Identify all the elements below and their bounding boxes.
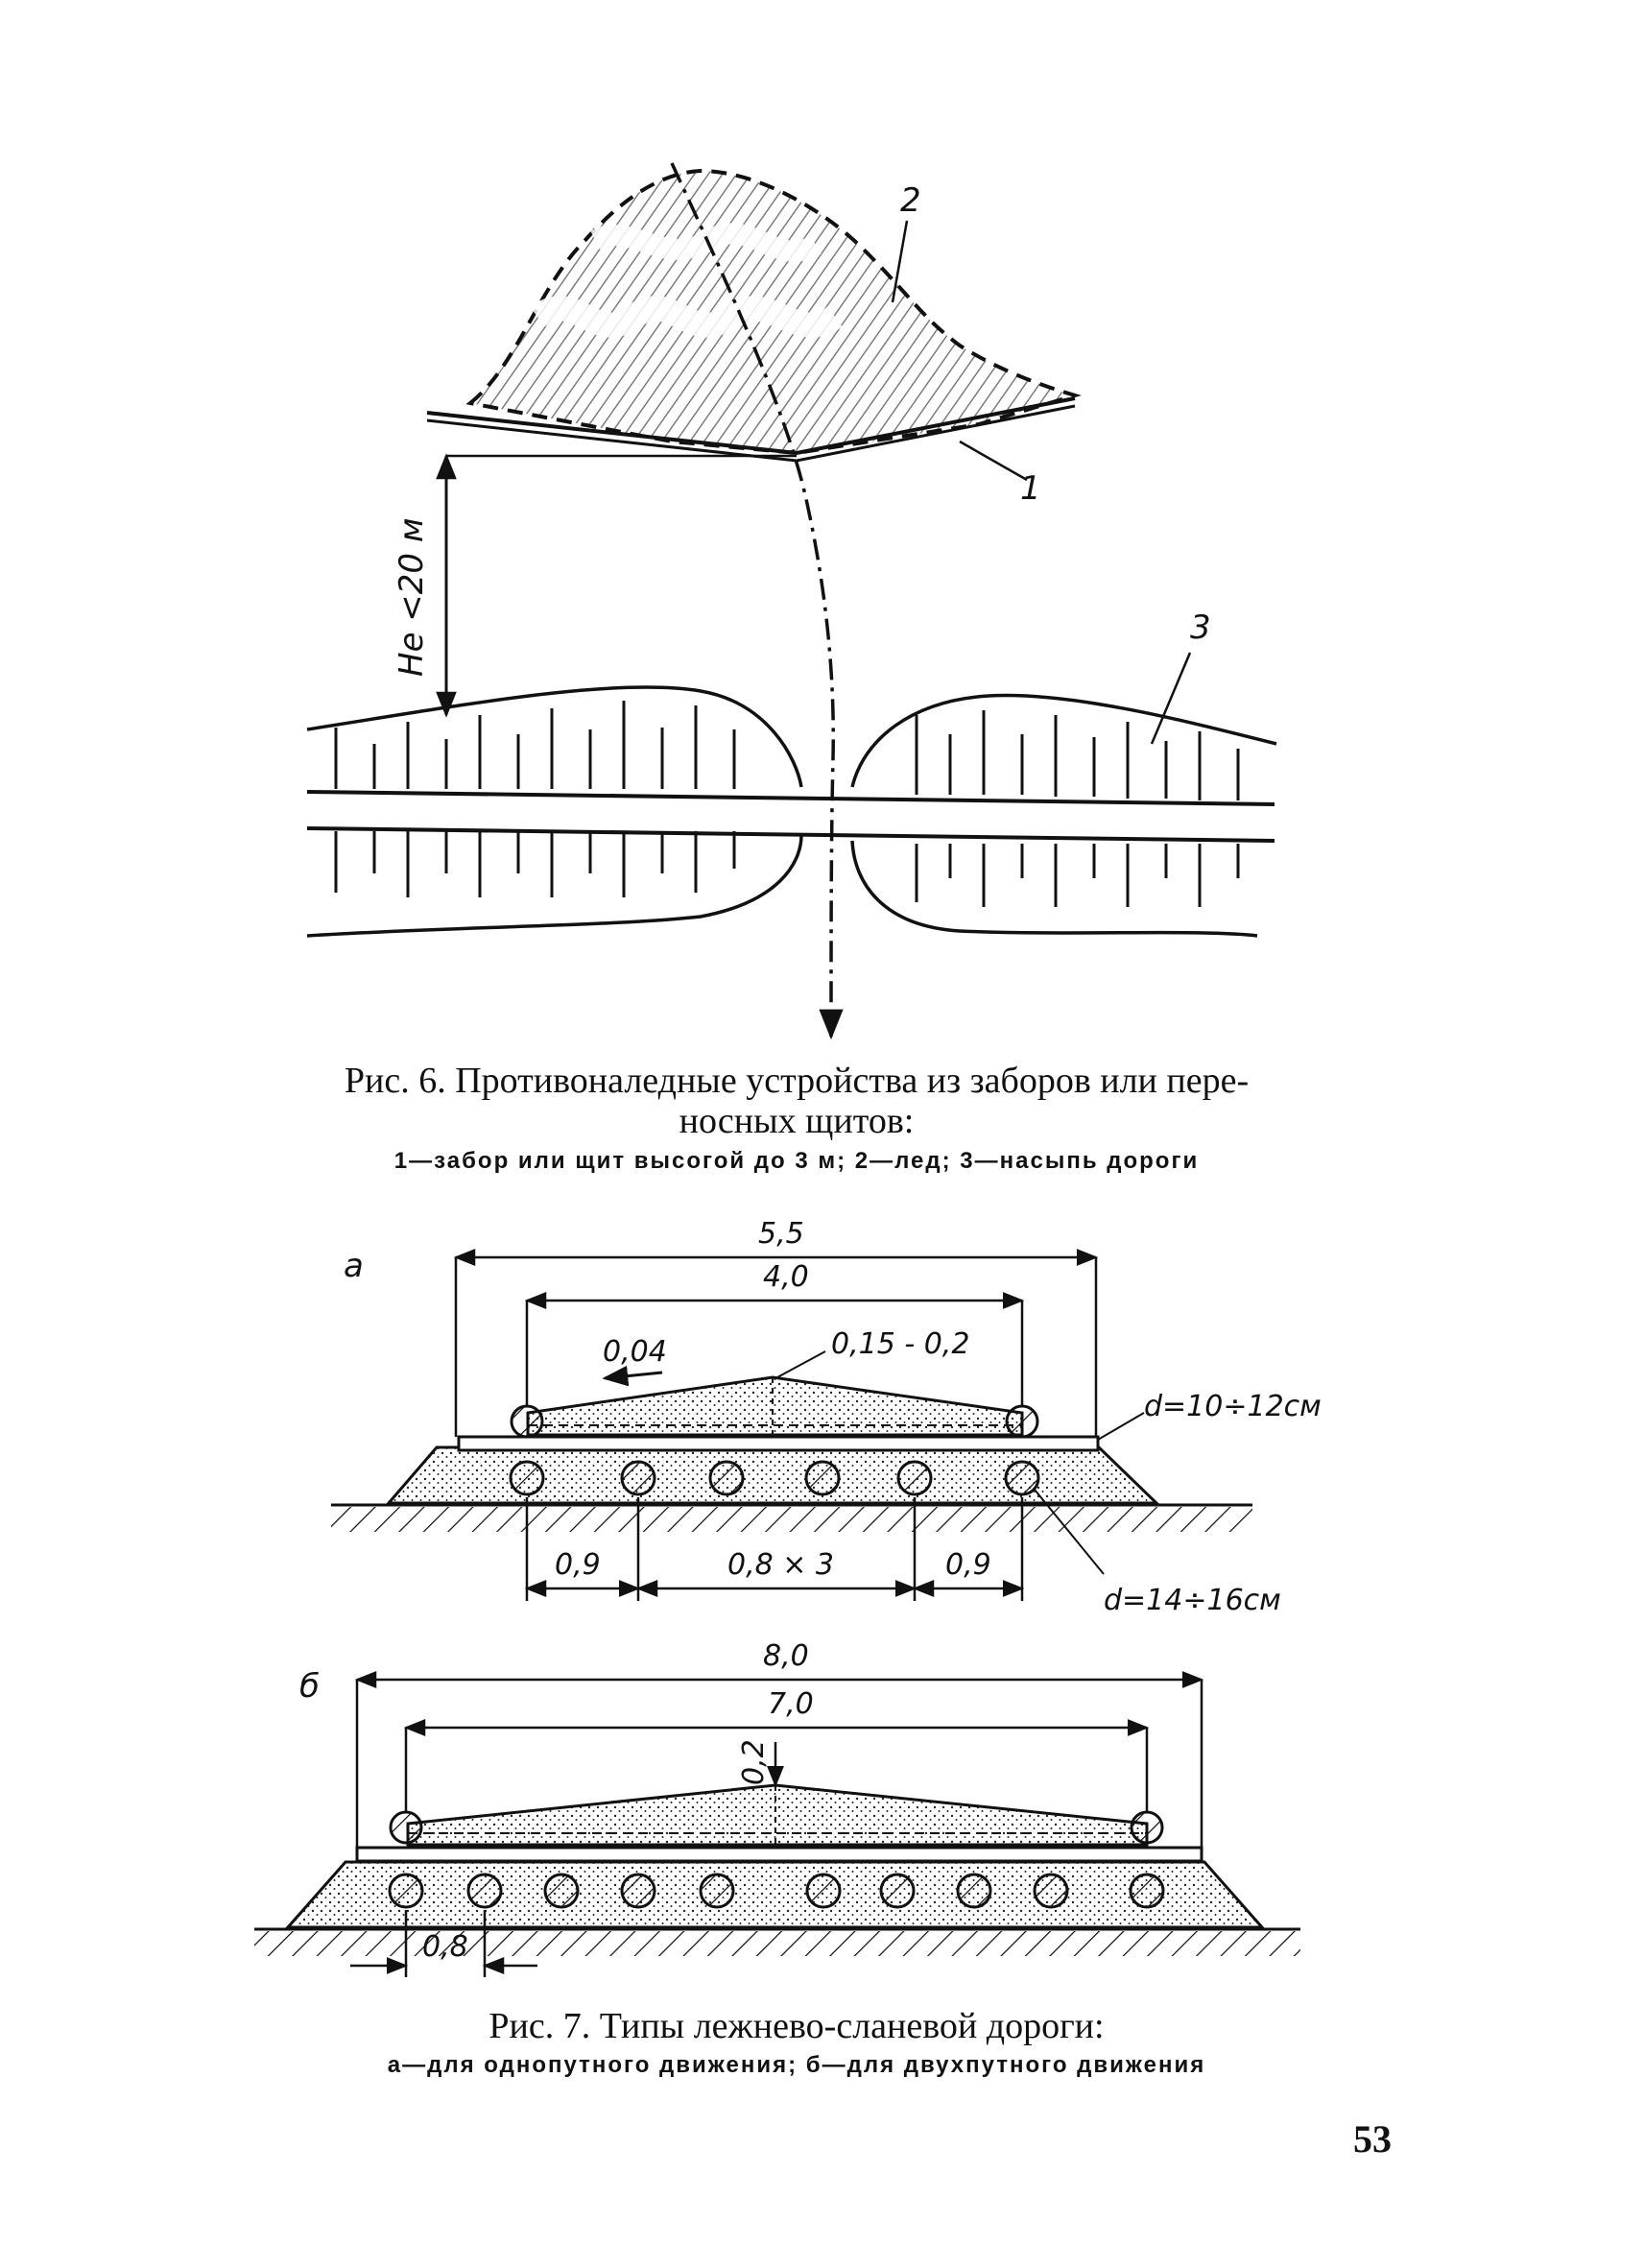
dim-a-inner: 4,0 bbox=[763, 1260, 809, 1294]
fence-line bbox=[426, 396, 1076, 456]
label-2: 2 bbox=[900, 181, 921, 220]
dim-a-span-mid: 0,8 × 3 bbox=[727, 1548, 834, 1582]
dim-a-span-right: 0,9 bbox=[945, 1548, 991, 1582]
figure-7-legend: а—для однопутного движения; б—для двухпу… bbox=[387, 2052, 1206, 2078]
page-number: 53 bbox=[1353, 2117, 1392, 2161]
dim-a-d-top: d=10÷12см bbox=[1144, 1390, 1322, 1423]
label-3: 3 bbox=[1190, 609, 1211, 647]
figure-6-caption-line-2: носных щитов: bbox=[679, 1101, 915, 1141]
dim-a-total: 5,5 bbox=[758, 1217, 804, 1251]
dim-b-inner: 7,0 bbox=[768, 1687, 814, 1721]
figure-7b-drawing: б 8,0 7,0 bbox=[254, 1639, 1300, 1977]
figure-7-caption: Рис. 7. Типы лежнево-сланевой дороги: bbox=[488, 2006, 1105, 2046]
water-flow-line bbox=[670, 162, 844, 1040]
dim-a-span-left: 0,9 bbox=[555, 1548, 601, 1582]
dim-b-crown: 0,2 bbox=[737, 1739, 771, 1785]
dim-b-span: 0,8 bbox=[422, 1930, 468, 1964]
label-1: 1 bbox=[1020, 469, 1041, 508]
figure-6-caption-line-1: Рис. 6. Противоналедные устройства из за… bbox=[344, 1061, 1250, 1101]
dim-a-crown: 0,15 - 0,2 bbox=[831, 1327, 969, 1361]
dim-a-slope: 0,04 bbox=[603, 1335, 667, 1369]
dim-a-d-bottom: d=14÷16см bbox=[1104, 1584, 1281, 1617]
dim-b-total: 8,0 bbox=[763, 1639, 809, 1673]
distance-label: Не <20 м bbox=[393, 517, 431, 677]
figure-7a-label: а bbox=[344, 1247, 364, 1285]
figure-6-legend: 1—забор или щит высогой до 3 м; 2—лед; 3… bbox=[393, 1148, 1200, 1174]
figure-7a-drawing: а 5,5 4,0 0,04 bbox=[331, 1217, 1322, 1617]
figure-7b-label: б bbox=[299, 1667, 320, 1706]
figure-6-drawing: 1 2 Не <20 м bbox=[306, 162, 1277, 1040]
